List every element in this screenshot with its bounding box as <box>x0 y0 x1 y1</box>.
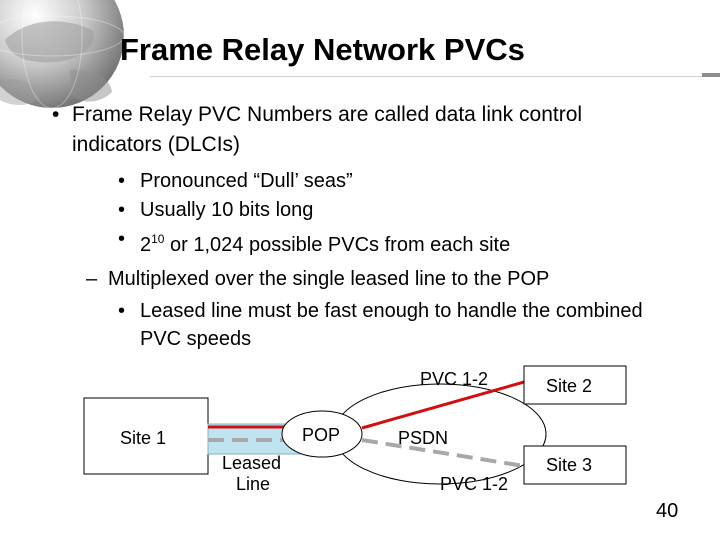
pvc-top-label: PVC 1-2 <box>420 369 488 389</box>
network-diagram: PSDN Site 1 Leased Line POP PVC 1-2 PVC … <box>83 365 627 494</box>
bullet-glyph: • <box>118 228 126 250</box>
pop-label: POP <box>302 425 340 445</box>
slide-title: Frame Relay Network PVCs <box>120 32 525 67</box>
page-number: 40 <box>656 500 679 522</box>
psdn-label: PSDN <box>398 428 448 448</box>
pvc-bottom-label: PVC 1-2 <box>440 474 508 494</box>
bullet-text: Frame Relay PVC Numbers are called data … <box>72 103 583 156</box>
header-rule <box>150 76 720 77</box>
bullet-glyph: • <box>118 170 126 192</box>
pop-ellipse <box>281 410 363 458</box>
site-2-box <box>523 365 627 405</box>
site-3-box <box>523 445 627 485</box>
bullet-glyph: • <box>52 103 60 126</box>
power-exponent: 10 <box>151 232 165 246</box>
pvc-line-to-site-3 <box>361 438 525 468</box>
site-1-label: Site 1 <box>120 428 166 448</box>
sub-bullet-text: Leased line must be fast enough to handl… <box>140 300 643 350</box>
sub-bullet-text: 210 or 1,024 possible PVCs from each sit… <box>140 225 510 259</box>
dash-glyph: – <box>86 268 98 290</box>
leased-label-line-1: Leased <box>222 453 281 473</box>
sub-bullet-text: Usually 10 bits long <box>140 199 314 221</box>
bullet-glyph: • <box>118 199 126 221</box>
header-accent-bar <box>702 73 720 77</box>
power-base: 2 <box>140 234 152 256</box>
globe-logo <box>0 0 125 109</box>
bullet-glyph: • <box>118 300 126 322</box>
sub-bullet-text: Pronounced “Dull’ seas” <box>140 170 353 192</box>
pvc-line-to-site-2 <box>361 380 525 430</box>
leased-label-line-2: Line <box>236 474 270 494</box>
site-2-label: Site 2 <box>546 376 592 396</box>
dash-item-text: Multiplexed over the single leased line … <box>108 268 550 290</box>
power-rest: or 1,024 possible PVCs from each site <box>164 234 511 256</box>
site-1-box <box>83 397 209 475</box>
site-3-label: Site 3 <box>546 455 592 475</box>
